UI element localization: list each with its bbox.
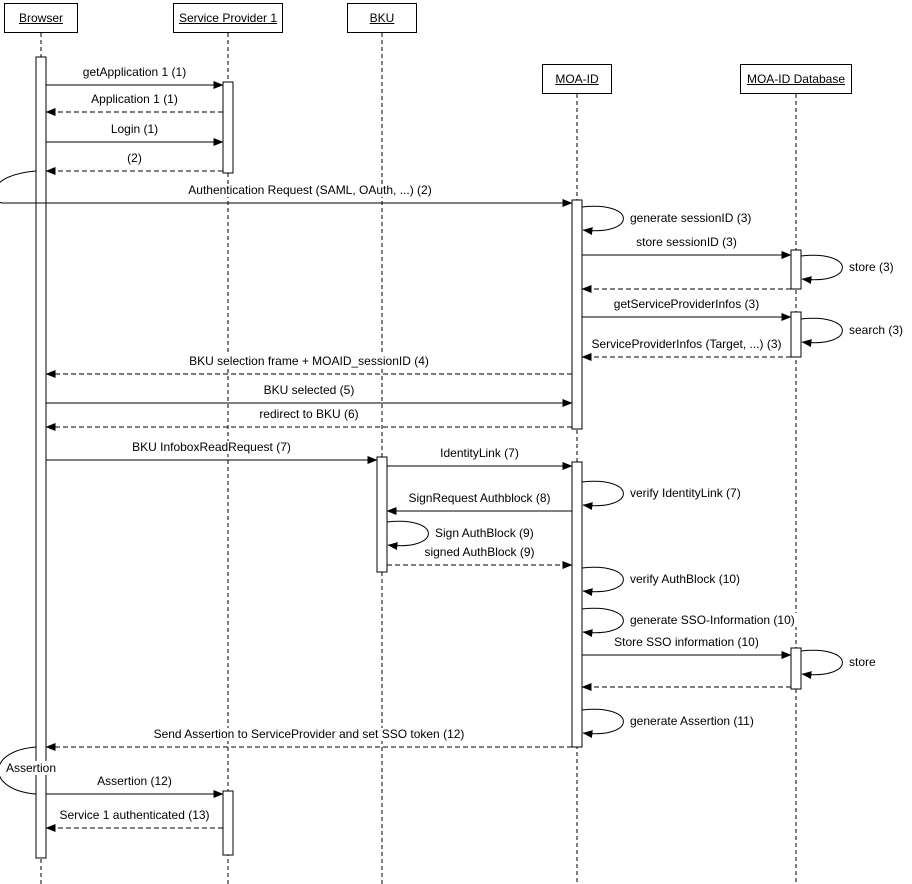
redirect-loop bbox=[0, 170, 37, 204]
activation-moaid bbox=[571, 461, 583, 748]
activation-bku bbox=[376, 456, 388, 573]
self-message-arrow bbox=[581, 607, 624, 638]
self-message-arrow bbox=[386, 520, 429, 551]
activation-moadb bbox=[790, 647, 802, 690]
activation-sp1 bbox=[222, 81, 234, 174]
self-message-arrow bbox=[581, 566, 624, 597]
activation-sp1 bbox=[222, 790, 234, 856]
self-message-arrow bbox=[581, 708, 624, 739]
self-message-arrow bbox=[800, 649, 843, 680]
self-message-arrow bbox=[800, 254, 843, 285]
activation-browser bbox=[35, 56, 47, 859]
activation-moadb bbox=[790, 311, 802, 358]
self-message-arrow bbox=[581, 205, 624, 236]
activation-moadb bbox=[790, 249, 802, 290]
activation-moaid bbox=[571, 199, 583, 430]
self-message-arrow bbox=[800, 317, 843, 348]
self-message-arrow bbox=[581, 480, 624, 511]
redirect-loop bbox=[0, 746, 37, 795]
